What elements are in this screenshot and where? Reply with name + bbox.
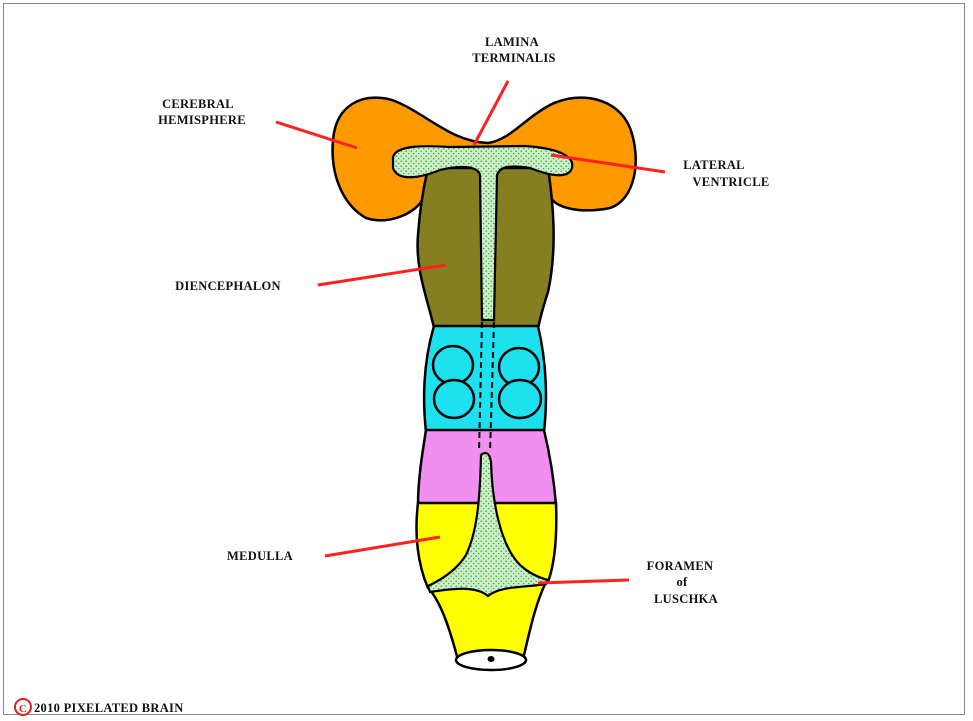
label-lamina-line1: LAMINA (485, 35, 539, 49)
label-lateral-line1: LATERAL (683, 158, 745, 172)
copyright-mark: C 2010 PIXELATED BRAIN (15, 699, 184, 715)
label-cerebral-line1: CEREBRAL (162, 97, 234, 111)
label-lamina-line2: TERMINALIS (472, 51, 556, 65)
copyright-symbol: C (19, 703, 27, 715)
inferior-colliculus-left (434, 380, 474, 418)
label-foramen-line1: FORAMEN (647, 559, 714, 573)
pointer-foramen-of-luschka (538, 580, 629, 583)
label-foramen-line2: of (676, 575, 688, 589)
label-medulla: MEDULLA (227, 549, 293, 563)
label-diencephalon: DIENCEPHALON (175, 279, 281, 293)
inferior-colliculus-right (499, 380, 541, 418)
superior-colliculus-left (433, 346, 473, 384)
label-lateral-line2: VENTRICLE (692, 175, 769, 189)
label-cerebral-line2: HEMISPHERE (158, 113, 246, 127)
label-foramen-line3: LUSCHKA (654, 592, 718, 606)
central-canal-dot (488, 656, 495, 662)
pointer-lamina-terminalis (474, 81, 508, 145)
copyright-text: 2010 PIXELATED BRAIN (34, 701, 184, 715)
